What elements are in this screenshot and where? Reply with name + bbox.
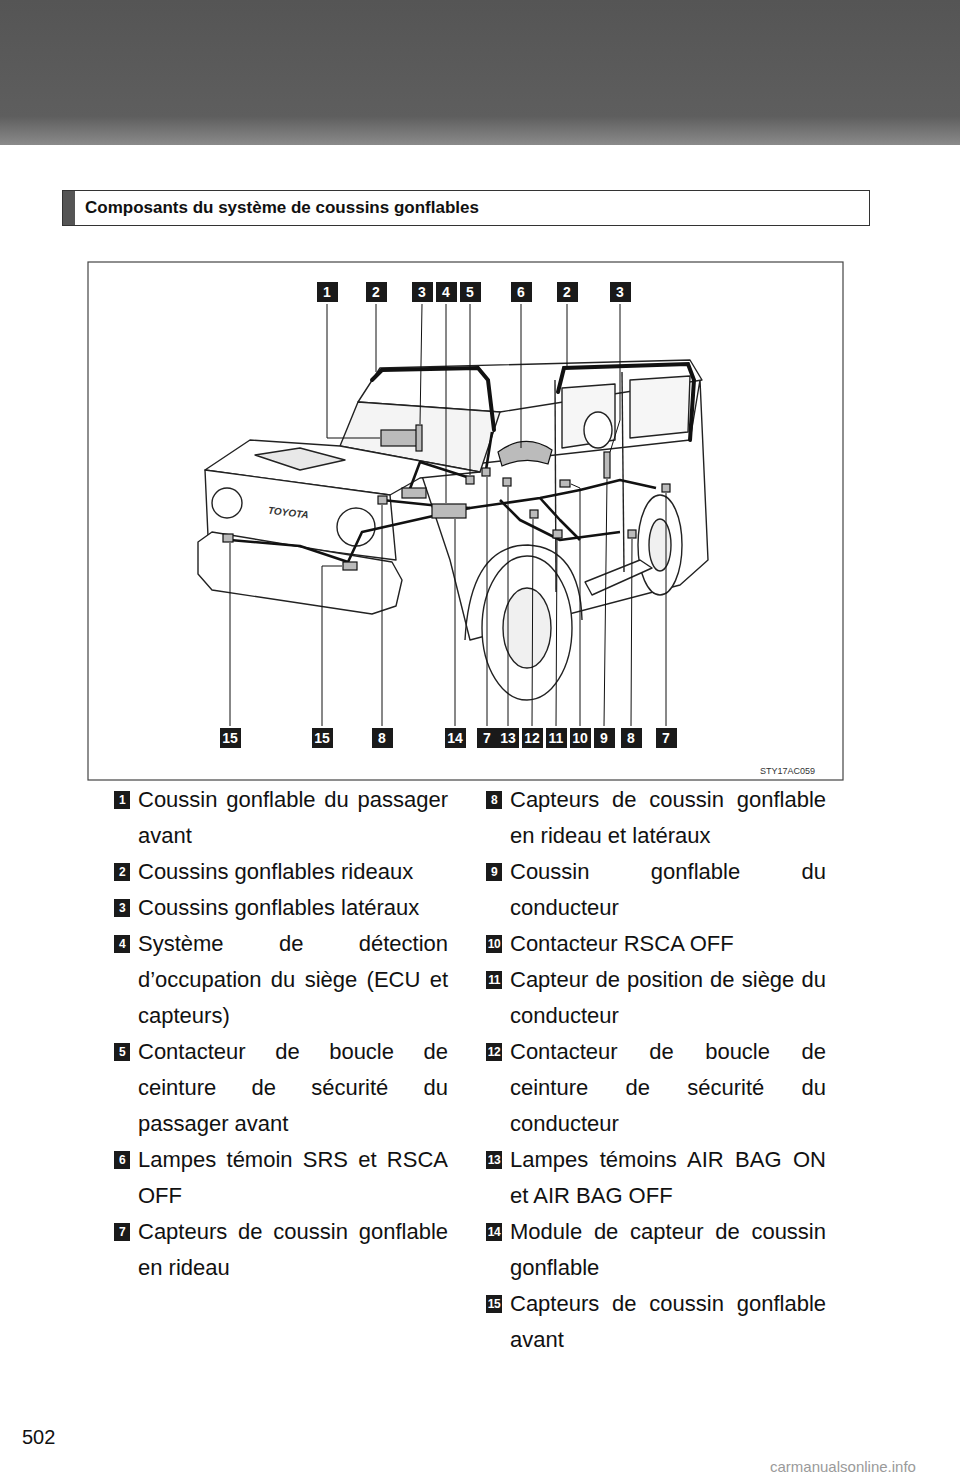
page-number: 502 (22, 1426, 55, 1449)
leader-line (230, 304, 666, 726)
callout-number: 13 (498, 728, 519, 748)
part-name: Module de capteur de coussin gonflable (510, 1214, 826, 1286)
header-band (0, 0, 960, 145)
part-name: Capteur de position de siège du conducte… (510, 962, 826, 1034)
part-name: Coussins gonflables rideaux (138, 854, 448, 890)
legend-number: 11 (486, 971, 502, 989)
legend-column: 8 Capteurs de coussin gonflable en rideau… (486, 782, 826, 1358)
legend-item: 9 Coussin gonflable du conducteur (486, 854, 826, 926)
legend-item: 1 Coussin gonflable du passager avant (114, 782, 448, 854)
callout-number: 14 (445, 728, 466, 748)
legend-item: 4 Système de détection d’occupation du si… (114, 926, 448, 1034)
callout-number: 6 (511, 282, 532, 302)
part-name: Contacteur de boucle de ceinture de sécu… (138, 1034, 448, 1142)
watermark: carmanualsonline.info (770, 1458, 916, 1475)
legend-item: 15 Capteurs de coussin gonflable avant (486, 1286, 826, 1358)
part-name: Capteurs de coussin gonflable en rideau (138, 1214, 448, 1286)
part-name: Coussin gonflable du conducteur (510, 854, 826, 926)
title-marker (63, 191, 75, 225)
section-title-band: Composants du système de coussins gonfla… (62, 190, 870, 226)
legend-item: 7 Capteurs de coussin gonflable en rideau (114, 1214, 448, 1286)
callout-number: 10 (570, 728, 591, 748)
legend-number: 3 (114, 899, 130, 917)
callout-number: 2 (557, 282, 578, 302)
callout-number: 11 (546, 728, 567, 748)
legend-number: 1 (114, 791, 130, 809)
wiring-harness (230, 432, 656, 562)
legend-number: 5 (114, 1043, 130, 1061)
legend-item: 12 Contacteur de boucle de ceinture de sé… (486, 1034, 826, 1142)
legend-number: 14 (486, 1223, 502, 1241)
legend-number: 15 (486, 1295, 502, 1313)
legend-item: 2 Coussins gonflables rideaux (114, 854, 448, 890)
callout-number: 2 (366, 282, 387, 302)
callout-number: 3 (412, 282, 433, 302)
legend-number: 8 (486, 791, 502, 809)
figure-code: STY17AC059 (760, 766, 815, 776)
part-name: Système de détection d’occupation du siè… (138, 926, 448, 1034)
legend-number: 12 (486, 1043, 502, 1061)
legend-number: 9 (486, 863, 502, 881)
part-name: Capteurs de coussin gonflable en rideau … (510, 782, 826, 854)
part-name: Lampes témoins AIR BAG ON et AIR BAG OFF (510, 1142, 826, 1214)
callout-number: 1 (317, 282, 338, 302)
legend-item: 3 Coussins gonflables latéraux (114, 890, 448, 926)
part-name: Lampes témoin SRS et RSCA OFF (138, 1142, 448, 1214)
legend-item: 5 Contacteur de boucle de ceinture de séc… (114, 1034, 448, 1142)
callout-number: 12 (522, 728, 543, 748)
callout-number: 3 (610, 282, 631, 302)
legend-item: 14 Module de capteur de coussin gonflable (486, 1214, 826, 1286)
callout-number: 4 (436, 282, 457, 302)
legend-column: 1Coussin gonflable du passager avant2Cou… (114, 782, 448, 1286)
part-name: Contacteur de boucle de ceinture de sécu… (510, 1034, 826, 1142)
legend-number: 10 (486, 935, 502, 953)
part-name: Capteurs de coussin gonflable avant (510, 1286, 826, 1358)
callout-number: 7 (656, 728, 677, 748)
callout-number: 7 (477, 728, 498, 748)
callout-number: 8 (621, 728, 642, 748)
legend-item: 11 Capteur de position de siège du conduc… (486, 962, 826, 1034)
legend-item: 8 Capteurs de coussin gonflable en rideau… (486, 782, 826, 854)
callout-number: 5 (460, 282, 481, 302)
legend-number: 13 (486, 1151, 502, 1169)
legend-item: 10 Contacteur RSCA OFF (486, 926, 826, 962)
legend-number: 7 (114, 1223, 130, 1241)
legend-item: 13 Lampes témoins AIR BAG ON et AIR BAG O… (486, 1142, 826, 1214)
figure-frame (88, 262, 843, 780)
part-name: Coussin gonflable du passager avant (138, 782, 448, 854)
callout-number: 9 (594, 728, 615, 748)
section-title: Composants du système de coussins gonfla… (85, 191, 869, 225)
legend-number: 6 (114, 1151, 130, 1169)
part-name: Contacteur RSCA OFF (510, 926, 826, 962)
legend-number: 4 (114, 935, 130, 953)
callout-number: 8 (372, 728, 393, 748)
callout-number: 15 (312, 728, 333, 748)
legend-number: 2 (114, 863, 130, 881)
callout-number: 15 (220, 728, 241, 748)
legend-item: 6 Lampes témoin SRS et RSCA OFF (114, 1142, 448, 1214)
part-name: Coussins gonflables latéraux (138, 890, 448, 926)
